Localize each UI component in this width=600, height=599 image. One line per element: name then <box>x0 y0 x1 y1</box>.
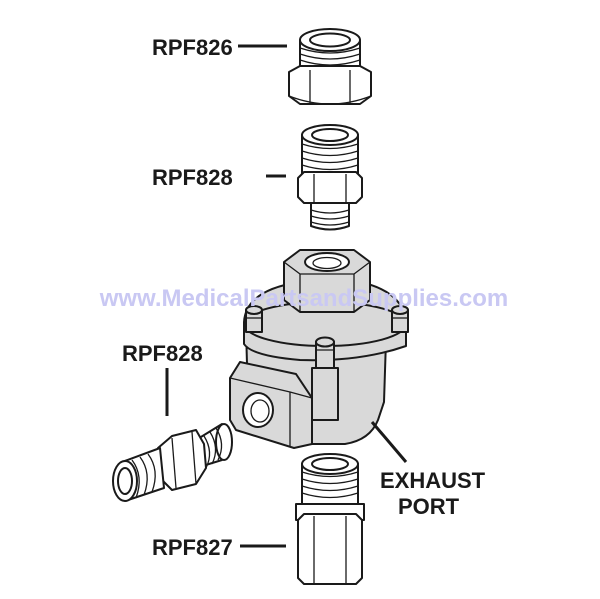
label-port: PORT <box>398 494 460 519</box>
fitting-rpf826 <box>288 28 372 105</box>
fitting-rpf827 <box>295 453 365 585</box>
label-rpf828-left: RPF828 <box>122 341 203 366</box>
valve-bolt-right <box>391 305 409 333</box>
fitting-rpf828-upper <box>297 124 363 231</box>
label-rpf827: RPF827 <box>152 535 233 560</box>
rpf828-upper-threads <box>301 143 359 171</box>
valve-bolt-front <box>311 336 339 421</box>
label-rpf826: RPF826 <box>152 35 233 60</box>
fitting-rpf828-left <box>112 423 233 502</box>
watermark: www.MedicalPartsandSupplies.com <box>99 285 509 312</box>
exhaust-valve-body <box>228 249 409 449</box>
leader-exhaust-port <box>370 421 408 463</box>
label-exhaust: EXHAUST <box>380 468 486 493</box>
valve-bolt-left <box>245 305 263 333</box>
label-rpf828-upper: RPF828 <box>152 165 233 190</box>
rpf827-threads <box>301 471 359 499</box>
